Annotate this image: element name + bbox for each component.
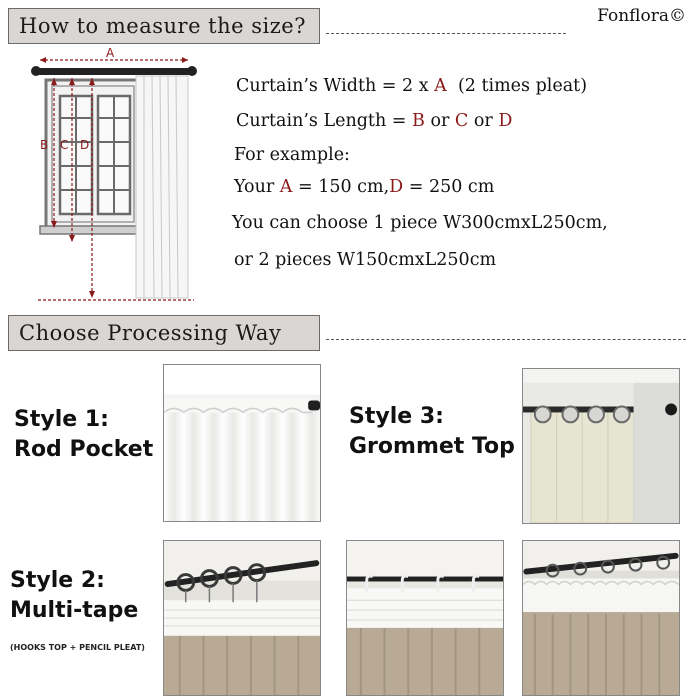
style2-note: (HOOKS TOP + PENCIL PLEAT): [10, 643, 145, 652]
multi-tape-photo-hooks: [346, 540, 504, 696]
measure-section-heading: How to measure the size?: [8, 8, 320, 44]
length-formula: Curtain’s Length = B or C or D: [236, 111, 513, 131]
rod-pocket-photo: [163, 364, 321, 522]
heading-divider: [326, 33, 566, 34]
style3-label: Style 3: Grommet Top: [349, 402, 515, 461]
choose-option-1: You can choose 1 piece W300cmxL250cm,: [232, 213, 608, 233]
diagram-label-c: C: [60, 138, 69, 152]
style2-number: Style 2:: [10, 568, 105, 593]
style1-name: Rod Pocket: [14, 436, 154, 462]
processing-section-heading: Choose Processing Way: [8, 315, 320, 351]
diagram-label-d: D: [80, 138, 90, 152]
style1-label: Style 1: Rod Pocket: [14, 405, 153, 464]
diagram-label-a: A: [106, 46, 115, 60]
multi-tape-photo-pencil-pleat: [522, 540, 680, 696]
style2-label: Style 2: Multi-tape: [10, 566, 138, 625]
window-measure-diagram: A B C D: [28, 46, 198, 304]
example-values: Your A = 150 cm,D = 250 cm: [234, 177, 495, 197]
brand-name: Fonflora©: [597, 6, 686, 26]
example-label: For example:: [234, 145, 350, 165]
diagram-label-b: B: [40, 138, 49, 152]
style3-number: Style 3:: [349, 404, 444, 429]
choose-option-2: or 2 pieces W150cmxL250cm: [234, 250, 497, 270]
style1-number: Style 1:: [14, 407, 109, 432]
width-formula: Curtain’s Width = 2 x A (2 times pleat): [236, 76, 588, 96]
multi-tape-photo-rings: [163, 540, 321, 696]
processing-divider: [326, 339, 686, 340]
style3-name: Grommet Top: [349, 433, 515, 459]
grommet-top-photo: [522, 368, 680, 524]
style2-name: Multi-tape: [10, 597, 139, 623]
